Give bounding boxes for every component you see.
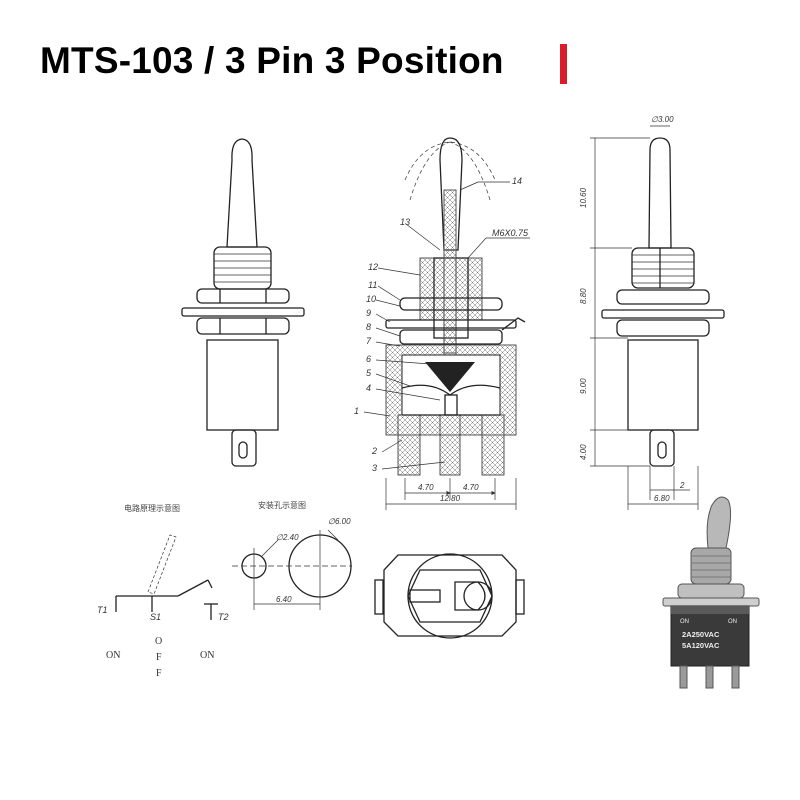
front-lower-nut <box>196 317 290 335</box>
side-dimensions: 10.60 8.80 9.00 4.00 ∅3.00 2 6.80 <box>579 115 699 510</box>
callout-2: 2 <box>371 446 377 456</box>
side-view: 10.60 8.80 9.00 4.00 ∅3.00 2 6.80 <box>579 115 725 510</box>
side-thread <box>631 247 695 289</box>
callout-10: 10 <box>366 294 376 304</box>
callout-8: 8 <box>366 322 371 332</box>
position-off-letter-3: F <box>156 668 162 679</box>
dim-bushing-length: 8.80 <box>579 288 588 304</box>
front-body <box>206 339 279 431</box>
product-on-right: ON <box>728 619 737 625</box>
callout-14: 14 <box>512 176 522 186</box>
schematic-caption: 电路原理示意图 <box>124 503 180 513</box>
callout-12: 12 <box>368 262 378 272</box>
mount-caption: 安装孔示意图 <box>258 500 306 510</box>
dim-pin-length: 4.00 <box>579 444 588 460</box>
section-callouts: 14 13 M6X0.75 12 11 10 9 8 7 6 5 4 1 <box>354 176 530 473</box>
dim-pin-width: 2 <box>679 481 685 490</box>
circuit-schematic: 电路原理示意图 T1 S1 T2 ON O F F ON <box>97 503 229 679</box>
callout-1: 1 <box>354 406 359 416</box>
thread-label: M6X0.75 <box>492 228 529 238</box>
position-off-letter-1: O <box>155 636 162 647</box>
front-thread <box>213 246 272 290</box>
dim-knob-diameter: ∅3.00 <box>651 115 674 124</box>
front-nut <box>196 288 290 304</box>
dim-hole-spacing: 6.40 <box>276 595 292 604</box>
section-view: 4.70 4.70 12.80 14 13 M6X0.75 12 11 10 9 <box>354 137 530 510</box>
dim-side-width: 6.80 <box>654 494 670 503</box>
callout-13: 13 <box>400 217 410 227</box>
position-on-left: ON <box>106 650 120 661</box>
dim-hole-large: ∅6.00 <box>328 517 351 526</box>
section-dimensions: 4.70 4.70 12.80 <box>385 478 517 510</box>
front-pin <box>231 429 257 467</box>
title-accent-bar <box>560 44 567 84</box>
terminal-t1: T1 <box>97 605 108 615</box>
dim-hole-small: ∅2.40 <box>276 533 299 542</box>
product-on-left: ON <box>680 619 689 625</box>
page-title: MTS-103 / 3 Pin 3 Position <box>40 40 504 81</box>
callout-6: 6 <box>366 354 371 364</box>
product-rating-1: 2A250VAC <box>682 630 720 639</box>
dim-pin-pitch-a: 4.70 <box>418 483 434 492</box>
callout-5: 5 <box>366 368 372 378</box>
position-on-right: ON <box>200 650 214 661</box>
position-off-letter-2: F <box>156 652 162 663</box>
mounting-hole: 安装孔示意图 6.40 ∅2.40 ∅6.00 <box>232 500 352 610</box>
dim-body-width: 12.80 <box>440 494 461 503</box>
front-pin-slot <box>238 441 248 459</box>
product-illustration: ON ON 2A250VAC 5A120VAC <box>662 496 760 689</box>
dim-pin-pitch-b: 4.70 <box>463 483 479 492</box>
callout-3: 3 <box>372 463 377 473</box>
terminal-s1: S1 <box>150 612 161 622</box>
terminal-t2: T2 <box>218 612 229 622</box>
callout-9: 9 <box>366 308 371 318</box>
dim-lever-length: 10.60 <box>579 187 588 208</box>
front-lever <box>226 138 258 248</box>
callout-11: 11 <box>368 280 377 290</box>
bottom-view <box>374 553 525 639</box>
callout-4: 4 <box>366 383 371 393</box>
dim-body-length: 9.00 <box>579 378 588 394</box>
front-view <box>181 138 305 467</box>
side-lever <box>648 137 672 249</box>
front-washer <box>181 307 305 317</box>
callout-7: 7 <box>366 336 372 346</box>
product-rating-2: 5A120VAC <box>682 641 720 650</box>
